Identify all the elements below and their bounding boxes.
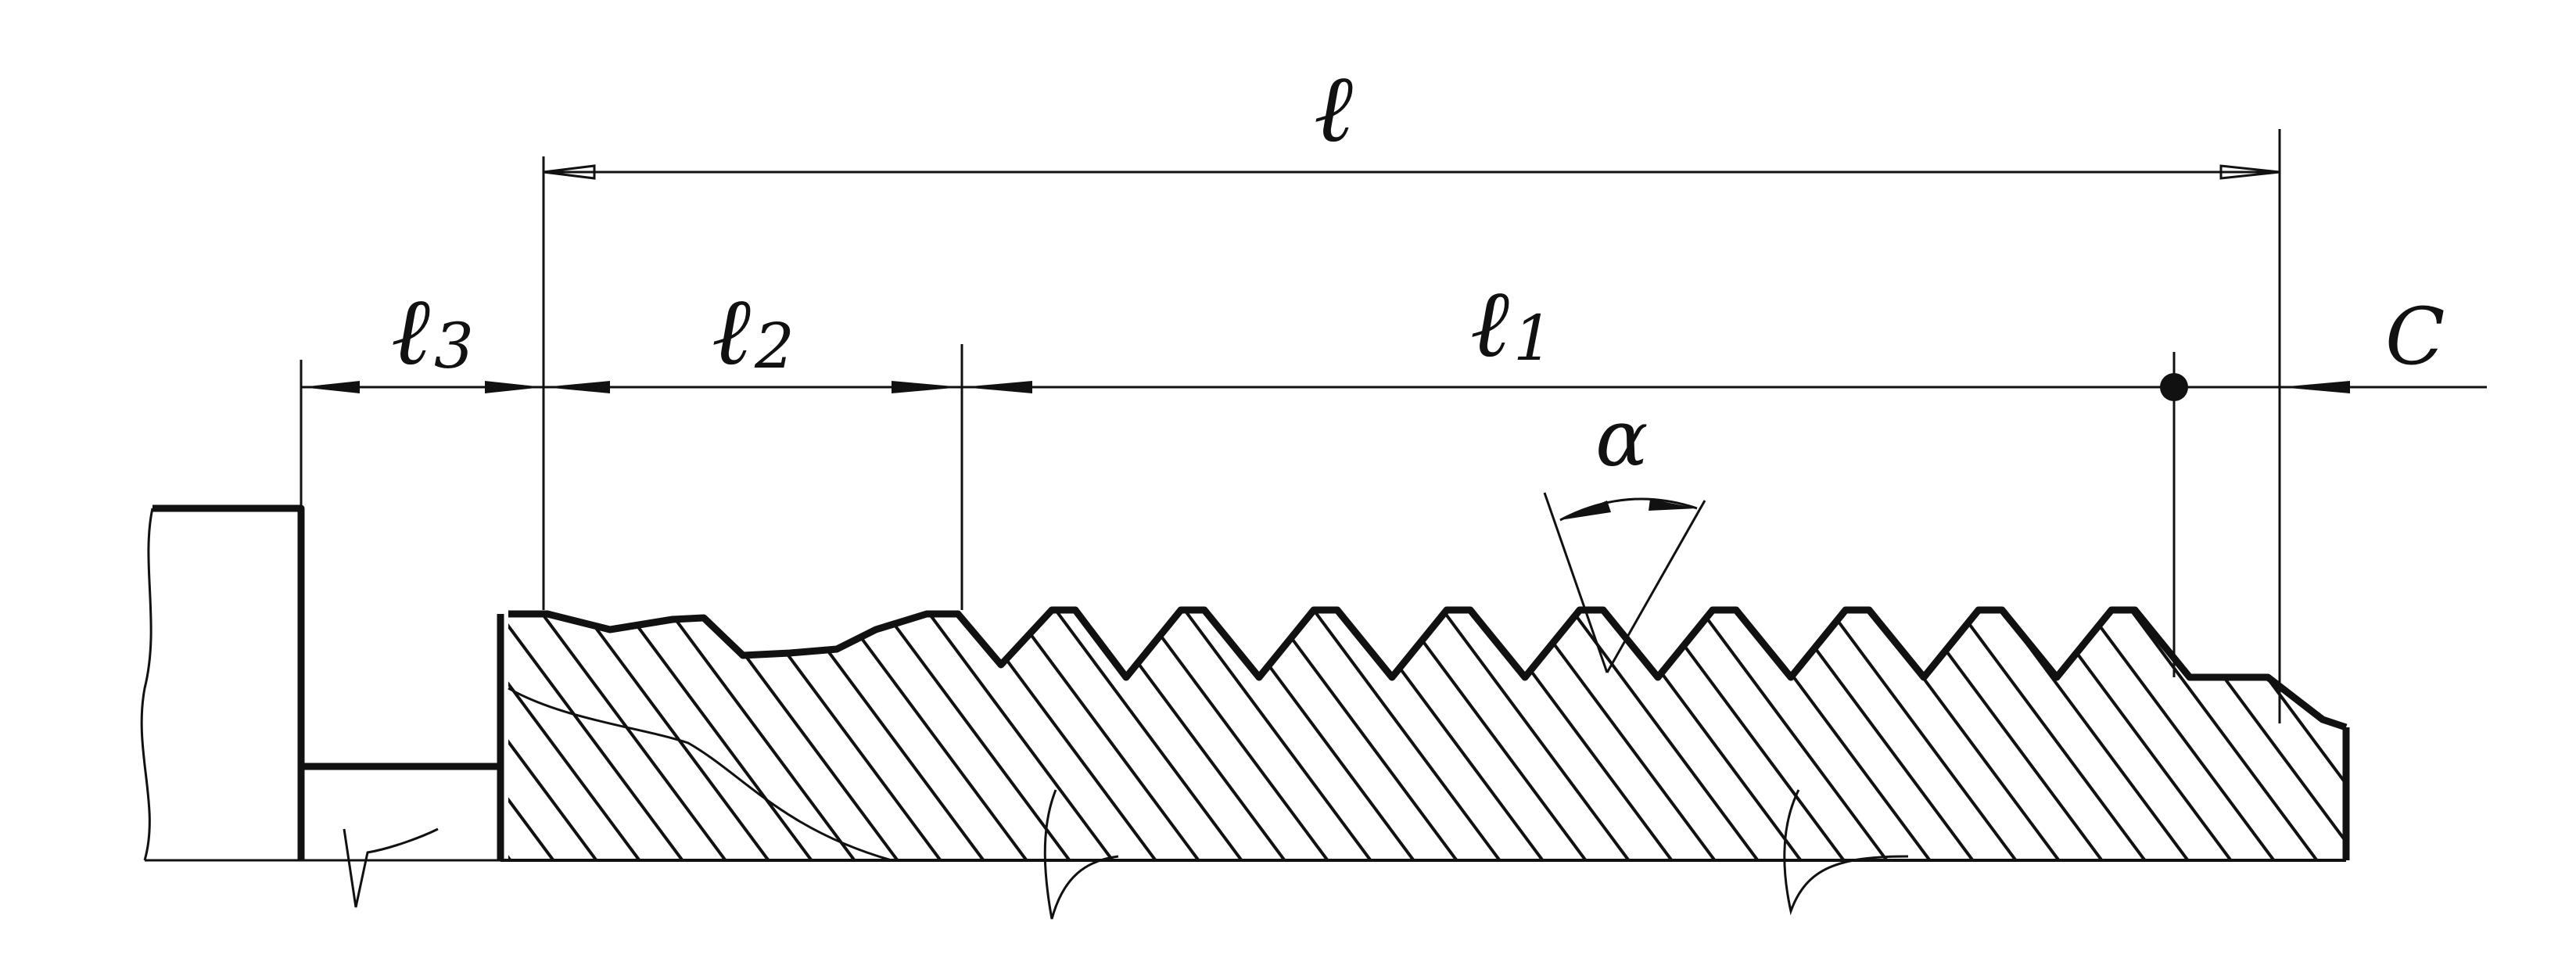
section-hatching [508,594,2576,868]
hatch-line [1344,610,1550,860]
hatch-line [2290,610,2346,860]
reference-point-marker [2160,373,2188,401]
hatch-line [508,610,604,860]
hatch-line [655,610,862,860]
dimension-total-length: ℓ [542,55,2281,723]
hatch-line [741,610,948,860]
label-lead-length: ℓ 2 [712,278,795,386]
hatch-line [1731,610,1937,860]
hatch-line [913,610,1120,860]
hatch-line [508,610,518,860]
hatch-line [1903,610,2109,860]
hatch-line [2463,594,2576,868]
hatch-line [508,610,647,860]
svg-text:3: 3 [434,310,474,382]
hatch-line [2075,610,2281,860]
hatch-line [2549,594,2576,868]
hatch-line [1602,610,1808,860]
hatch-line [1085,610,1292,860]
hatch-line [1559,610,1765,860]
hatch-line [2333,610,2346,860]
hatch-line [698,610,905,860]
svg-text:ℓ: ℓ [1470,270,1509,379]
hatch-line [956,610,1163,860]
hatch-line [999,610,1206,860]
hatch-line [1042,610,1249,860]
svg-text:ℓ: ℓ [391,278,430,386]
hatch-line [508,610,690,860]
hatch-line [1645,610,1851,860]
hatch-line [1817,610,2023,860]
label-relief-length: ℓ 3 [391,278,474,386]
hatch-line [569,610,776,860]
label-angle: α [1595,393,1649,484]
hatch-line [1301,610,1507,860]
hatch-line [1688,610,1894,860]
svg-text:1: 1 [1513,302,1553,375]
hatch-line [2161,610,2346,860]
hatch-line [1774,610,1980,860]
hatch-line [526,610,733,860]
hatch-line [2118,610,2324,860]
label-total-length: ℓ [1314,55,1353,163]
hatch-line [1214,610,1421,860]
label-thread-length: ℓ 1 [1470,270,1553,379]
hatch-line [2032,610,2238,860]
hatch-line [2377,594,2576,868]
threaded-body [500,594,2576,920]
dimension-chain: ℓ 3 ℓ 2 ℓ 1 C [300,270,2487,677]
hatch-line [1171,610,1378,860]
hatch-line [784,610,991,860]
relief-neck [301,614,504,908]
hatch-line [1473,610,1679,860]
hatch-line [2204,610,2346,860]
hatch-line [2506,594,2576,868]
tool-shank [140,504,305,862]
hatch-line [1430,610,1636,860]
svg-text:ℓ: ℓ [712,278,751,386]
label-chamfer: C [2385,291,2445,382]
hatch-line [2420,594,2576,868]
hatch-line [1946,610,2152,860]
hatch-line [1128,610,1335,860]
hatch-line [508,610,561,860]
hatch-line [612,610,819,860]
svg-text:2: 2 [754,310,795,382]
dimension-thread-angle: α [1543,393,1706,673]
hatch-line [870,610,1077,860]
